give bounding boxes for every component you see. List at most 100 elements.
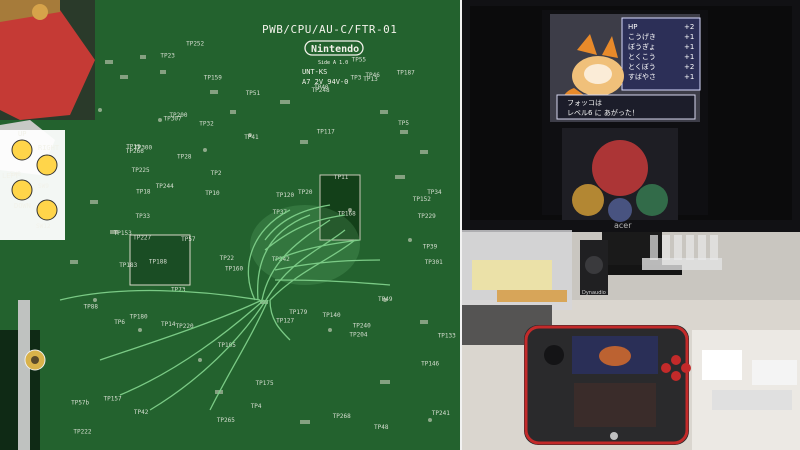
stat-value: +1 bbox=[684, 43, 694, 51]
dialog-line-2: レベル6 に あがった！ bbox=[567, 108, 639, 117]
testpoint-label: TP127 bbox=[276, 317, 294, 324]
testpoint-label: TP88 bbox=[84, 304, 99, 311]
testpoint-label: TP15 bbox=[126, 144, 141, 151]
svg-text:Nintendo: Nintendo bbox=[311, 43, 359, 55]
testpoint-label: TP241 bbox=[432, 410, 450, 417]
nintendo-2ds bbox=[524, 325, 691, 445]
jumper-wires bbox=[59, 204, 391, 411]
testpoint-label: TP307 bbox=[164, 116, 182, 123]
testpoint-label: TP183 bbox=[119, 262, 137, 269]
testpoint-label: TP14 bbox=[161, 321, 176, 328]
testpoint-label: TP23 bbox=[160, 53, 175, 60]
testpoint-label: TP4 bbox=[251, 403, 262, 410]
testpoint-label: TP204 bbox=[349, 332, 367, 339]
testpoint-label: TP220 bbox=[176, 323, 194, 330]
testpoint-label: TP3 bbox=[351, 74, 362, 81]
testpoint-label: TP39 bbox=[423, 243, 438, 250]
testpoint-label: TP225 bbox=[132, 167, 150, 174]
switch-label-3: SW12 bbox=[36, 223, 51, 230]
testpoint-label: TP146 bbox=[421, 360, 439, 367]
dpad-down-label: DOWN bbox=[14, 202, 31, 210]
testpoint-label: TP252 bbox=[186, 41, 204, 48]
testpoint-label: TP244 bbox=[156, 183, 174, 190]
dpad-pads: UP LEFT RIGHT DOWN SW8 SW9 SW12 bbox=[0, 130, 65, 240]
testpoint-label: TP140 bbox=[323, 312, 341, 319]
stat-value: +1 bbox=[684, 33, 694, 41]
testpoint-label: TP168 bbox=[338, 210, 356, 217]
testpoint-label: TP268 bbox=[333, 413, 351, 420]
testpoint-label: TP200 bbox=[169, 112, 187, 119]
dialog-line-1: フォッコは bbox=[567, 99, 602, 107]
testpoint-label: TP49 bbox=[378, 296, 393, 303]
testpoint-label: TP55 bbox=[352, 56, 367, 63]
testpoint-label: TP20 bbox=[298, 189, 313, 196]
testpoint-label: TP188 bbox=[149, 259, 167, 266]
testpoint-labels: TP88TP146TP105TP49TP153TP23TP51TP39TP300… bbox=[71, 41, 456, 436]
testpoint-label: TP2 bbox=[211, 170, 222, 177]
nixie-tube-clock bbox=[642, 235, 722, 270]
testpoint-label: TP6 bbox=[114, 319, 125, 326]
photo-divider bbox=[460, 0, 462, 450]
switch-label-1: SW8 bbox=[10, 171, 21, 178]
testpoint-label: TP117 bbox=[317, 128, 335, 135]
testpoint-label: TP10 bbox=[205, 190, 220, 197]
testpoint-label: TP37 bbox=[273, 209, 288, 216]
testpoint-label: TP40 bbox=[314, 84, 329, 91]
component-pads bbox=[70, 55, 428, 424]
stat-name: とくこう bbox=[628, 53, 656, 61]
switch-label-2: SW9 bbox=[38, 183, 49, 190]
stat-name: すばやさ bbox=[628, 72, 656, 81]
unit-code: UNT-KS bbox=[302, 68, 327, 76]
dpad-right-label: RIGHT bbox=[38, 144, 60, 152]
testpoint-label: TP13 bbox=[363, 76, 378, 83]
testpoint-label: TP57b bbox=[71, 400, 89, 407]
testpoint-label: TP51 bbox=[246, 90, 261, 97]
testpoint-label: TP153 bbox=[114, 230, 132, 237]
testpoint-label: TP301 bbox=[425, 259, 443, 266]
testpoint-label: TP229 bbox=[418, 213, 436, 220]
board-id: PWB/CPU/AU-C/FTR-01 bbox=[262, 23, 397, 36]
rev-code: A7 2V 94V-0 bbox=[302, 78, 348, 86]
side-text: Side A 1.0 bbox=[318, 60, 348, 66]
stat-value: +1 bbox=[684, 73, 694, 81]
svg-text:Dynaudio: Dynaudio bbox=[582, 290, 606, 296]
testpoint-label: TP33 bbox=[136, 213, 151, 220]
testpoint-label: TP105 bbox=[218, 342, 236, 349]
testpoint-label: TP133 bbox=[438, 333, 456, 340]
testpoint-label: TP175 bbox=[256, 380, 274, 387]
testpoint-label: TP18 bbox=[136, 188, 151, 195]
testpoint-label: TP265 bbox=[217, 417, 235, 424]
testpoint-label: TP5 bbox=[398, 120, 409, 127]
testpoint-label: TP42 bbox=[134, 409, 149, 416]
testpoint-label: TP160 bbox=[225, 265, 243, 272]
testpoint-label: TP179 bbox=[289, 309, 307, 316]
pcb-illustration: UP LEFT RIGHT DOWN SW8 SW9 SW12 PWB/CPU/… bbox=[0, 0, 457, 450]
monitor-brand: acer bbox=[614, 221, 632, 230]
testpoint-label: TP73 bbox=[171, 287, 186, 294]
stat-value: +2 bbox=[684, 23, 694, 31]
testpoint-label: TP22 bbox=[220, 255, 235, 262]
stat-name: ぼうぎょ bbox=[628, 42, 656, 51]
dpad-left-label: LEFT bbox=[2, 172, 20, 180]
testpoint-label: TP57 bbox=[181, 236, 196, 243]
testpoint-label: TP187 bbox=[397, 69, 415, 76]
testpoint-label: TP28 bbox=[177, 154, 192, 161]
stat-value: +2 bbox=[684, 63, 694, 71]
testpoint-label: TP46 bbox=[365, 72, 380, 79]
stat-name: HP bbox=[628, 23, 638, 31]
testpoint-label: TP266 bbox=[126, 148, 144, 155]
testpoint-label: TP159 bbox=[204, 75, 222, 82]
left-photo-pcb: UP LEFT RIGHT DOWN SW8 SW9 SW12 PWB/CPU/… bbox=[0, 0, 461, 450]
testpoint-label: TP34 bbox=[427, 189, 442, 196]
dpad-up-label: UP bbox=[18, 130, 26, 138]
testpoint-label: TP48 bbox=[374, 424, 389, 431]
testpoint-label: TP248 bbox=[312, 87, 330, 94]
testpoint-label: TP11 bbox=[334, 174, 349, 181]
testpoint-label: TP120 bbox=[276, 192, 294, 199]
testpoint-label: TP180 bbox=[130, 313, 148, 320]
testpoint-label: TP222 bbox=[73, 428, 91, 435]
stat-value: +1 bbox=[684, 53, 694, 61]
testpoint-label: TP157 bbox=[104, 395, 122, 402]
